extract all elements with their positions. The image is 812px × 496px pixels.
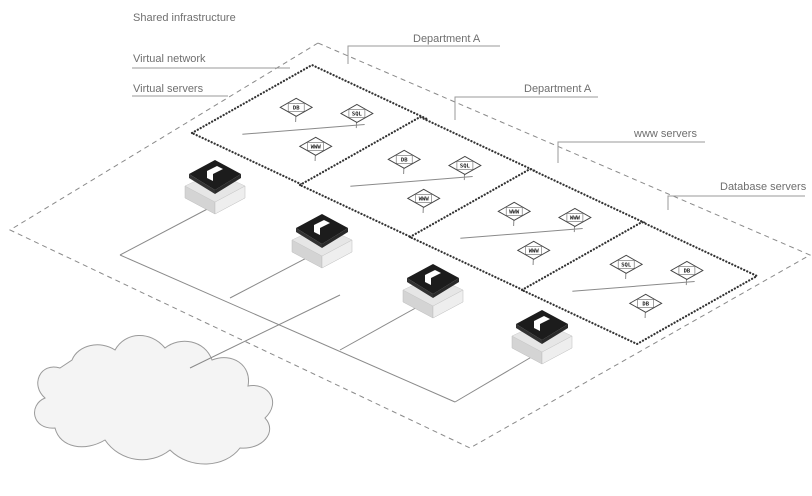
server-label: WWW [509,209,520,215]
hypervisor-appliance-icon [402,264,464,319]
virtual-network-group: DB WWW SQL [297,115,538,241]
department-a-label-2: Department A [524,83,592,95]
department-a-label-1: Department A [413,33,481,45]
network-links [119,188,541,403]
virtual-server-icon: WWW [497,201,532,221]
virtual-server-icon: WWW [406,188,441,208]
hypervisor-appliance-icon [184,160,246,215]
virtual-network-group: SQL DB DB [519,220,760,346]
appliances [184,160,573,365]
virtual-server-icon: DB [628,293,663,313]
label-leaders [132,45,805,210]
virtual-server-icon: WWW [298,136,333,156]
virtual-network-boundary [297,115,538,241]
shared-infrastructure-label: Shared infrastructure [133,12,236,24]
internet-cloud-icon [34,335,274,465]
server-label: WWW [570,215,581,221]
database-servers-label: Database servers [720,181,807,193]
virtual-servers-label: Virtual servers [133,83,204,95]
group-switch-line [350,176,473,187]
server-label: SQL [621,262,632,268]
virtual-server-icon: DB [669,260,704,280]
virtual-server-icon: SQL [447,155,482,175]
server-label: DB [684,268,691,274]
server-label: DB [293,105,300,111]
group-switch-line [242,124,365,135]
server-label: SQL [460,163,471,169]
virtual-network-label: Virtual network [133,53,206,65]
server-label: WWW [311,144,322,150]
group-switch-line [572,281,695,292]
server-label: DB [642,301,649,307]
virtual-network-group: DB WWW SQL [189,63,430,189]
virtual-server-icon: WWW [516,240,551,260]
server-label: SQL [352,111,363,117]
virtual-network-boundary [189,63,430,189]
www-servers-label: www servers [633,128,697,140]
hypervisor-appliance-icon [291,214,353,269]
virtual-server-icon: SQL [339,103,374,123]
server-label: DB [401,157,408,163]
hypervisor-appliance-icon [511,310,573,365]
group-switch-line [460,228,583,239]
virtual-server-icon: DB [279,97,314,117]
virtual-server-icon: DB [387,149,422,169]
virtual-server-icon: SQL [609,254,644,274]
virtual-network-groups: DB WWW SQL DB WWW SQL WWW WWW WWW SQL DB DB [189,63,760,346]
server-label: WWW [419,196,430,202]
virtual-server-icon: WWW [557,207,592,227]
virtual-network-boundary [519,220,760,346]
server-label: WWW [529,248,540,254]
